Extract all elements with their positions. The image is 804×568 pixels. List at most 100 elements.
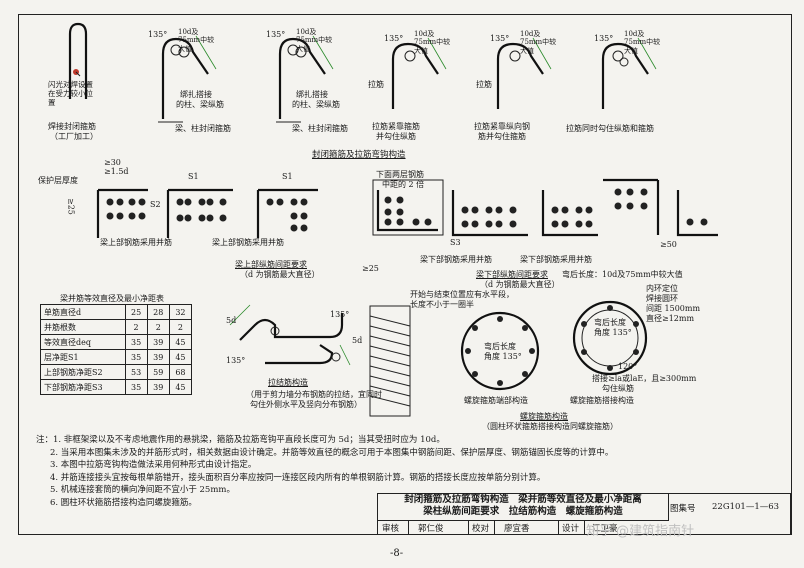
s3-label: S3 [450, 238, 461, 247]
design-name: 江卫豪 [592, 524, 618, 534]
table-cell: 45 [168, 334, 193, 350]
table-cell: 35 [124, 334, 148, 350]
beam-col-label-1: 梁、柱封闭箍筋 [175, 124, 231, 133]
title-block-signatures: 审核 郭仁俊 校对 廖宜香 设计 江卫豪 [378, 520, 790, 534]
angle-label-3: 135° [384, 34, 404, 43]
note-line: 3. 本图中拉筋弯钩构造做法采用何种形式由设计指定。 [50, 460, 257, 470]
table-cell: 45 [168, 379, 193, 395]
hook-length-4: 10d及75mm中较大值 [520, 30, 557, 55]
atlas-number: 22G101—1—63 [712, 502, 780, 512]
table-cell: 35 [124, 379, 148, 395]
top-hook-diagrams [68, 22, 657, 123]
table-cell: 2 [146, 319, 170, 335]
hook-length-1: 10d及75mm中较大值 [178, 28, 215, 53]
dim-ge50: ≥50 [660, 240, 677, 249]
title-line-1: 封闭箍筋及拉筋弯钩构造 梁并筋等效直径及最小净距离 [404, 494, 642, 505]
table-cell: 25 [124, 304, 148, 320]
angle-label-2: 135° [266, 30, 286, 39]
table-cell: 35 [124, 349, 148, 365]
tie-angle-a: 135° [226, 356, 246, 365]
tie-note-2: 勾住外侧水平及竖向分布钢筋） [250, 400, 362, 409]
angle-label-4: 135° [490, 34, 510, 43]
spiral-top-note-2: 长度不小于一圈半 [410, 300, 474, 309]
table-row-header: 单筋直径d [40, 304, 126, 320]
top-bundle-caption-1: 梁上部钢筋采用并筋 [100, 238, 172, 247]
section-title-hooks: 封闭箍筋及拉筋弯钩构造 [312, 150, 406, 160]
inner-note-3: 间距 1500mm [646, 304, 701, 313]
spiral-hook-top: 弯后长度：10d及75mm中较大值 [562, 270, 683, 279]
spiral-end-caption: 螺旋箍筋端部构造 [464, 396, 528, 405]
hook-length-5: 10d及75mm中较大值 [624, 30, 661, 55]
note-line: 注：1. 非框架梁以及不考虑地震作用的悬挑梁，箍筋及拉筋弯钩平直段长度可为 5d… [36, 435, 445, 445]
table-title: 梁并筋等效直径及最小净距表 [60, 294, 164, 303]
cover-label: 保护层厚度 [38, 176, 78, 185]
s1-label-2: S1 [282, 172, 293, 181]
hook-length-2: 10d及75mm中较大值 [296, 28, 333, 53]
table-row-header: 并筋根数 [40, 319, 126, 335]
tie-label-1: 拉筋 [368, 80, 384, 89]
dim-ge25: ≥25 [66, 198, 76, 215]
tie-label-2: 拉筋 [476, 80, 492, 89]
table-cell: 39 [146, 334, 170, 350]
spiral-end-angle-a: 弯后长度 [484, 342, 516, 351]
table-cell: 53 [124, 364, 148, 380]
tie-caption-3: 拉筋同时勾住纵筋和箍筋 [566, 124, 654, 133]
spiral-lap-caption: 螺旋箍筋搭接构造 [570, 396, 634, 405]
spiral-subtitle: （圆柱环状箍筋搭接构造同螺旋箍筋） [482, 422, 618, 431]
table-cell: 59 [146, 364, 170, 380]
bottom-two-note: 下面两层钢筋 [376, 170, 424, 179]
tie-caption-2b: 筋并勾住箍筋 [478, 132, 526, 141]
watermark: 知乎 @建筑指南针 [586, 524, 695, 539]
tie-caption: 拉结筋构造 [268, 378, 308, 387]
note-line: 4. 并筋连接接头宜按每根单筋错开，接头面积百分率应按同一连接区段内所有的单根钢… [50, 472, 546, 483]
tie-angle-b: 135° [330, 310, 350, 319]
table-row-header: 下部钢筋净距S3 [40, 379, 126, 395]
check-name: 廖宜香 [504, 524, 530, 534]
bind-note-1b: 的柱、梁纵筋 [176, 100, 224, 109]
note-line: 6. 圆柱环状箍筋搭接构造同螺旋箍筋。 [50, 497, 197, 508]
table-row-header: 层净距S1 [40, 349, 126, 365]
tie-detail-diagram [229, 304, 351, 366]
table-cell: 2 [124, 319, 148, 335]
top-spacing-sub: （d 为钢筋最大直径） [240, 270, 320, 279]
closed-weld-sub: （工厂加工） [50, 132, 98, 141]
note-line: 5. 机械连接套筒的横向净间距不宜小于 25mm。 [50, 485, 235, 495]
table-cell: 32 [168, 304, 193, 320]
inner-note-2: 焊接圆环 [646, 294, 678, 303]
review-name: 郭仁俊 [418, 524, 444, 534]
beam-col-label-2: 梁、柱封闭箍筋 [292, 124, 348, 133]
bind-note-2b: 的柱、梁纵筋 [292, 100, 340, 109]
notes-block: 注：1. 非框架梁以及不考虑地震作用的悬挑梁，箍筋及拉筋弯钩平直段长度可为 5d… [36, 434, 613, 509]
table-cell: 2 [168, 319, 193, 335]
closed-weld-caption: 焊接封闭箍筋 [48, 122, 96, 131]
table-cell: 39 [146, 349, 170, 365]
lap-note-1: 搭接≥la或laE，且≥300mm [592, 374, 697, 383]
top-spacing-title: 梁上部纵筋间距要求 [235, 260, 307, 269]
table-cell: 28 [146, 304, 170, 320]
spiral-end-angle-b: 角度 135° [484, 352, 522, 361]
table-row-header: 上部钢筋净距S2 [40, 364, 126, 380]
title-line-2: 梁柱纵筋间距要求 拉结筋构造 螺旋箍筋构造 [423, 506, 623, 517]
bottom-two-note-2: 中距的 2 倍 [382, 180, 425, 189]
table-cell: 68 [168, 364, 193, 380]
note-line: 2. 当采用本图集未涉及的并筋形式时，相关数据由设计确定。并筋等效直径的概念可用… [50, 447, 614, 458]
closed-weld-note: 闪光对焊设置在受力较小位置 [48, 80, 93, 107]
design-label: 设计 [562, 524, 580, 534]
bind-note-1: 绑扎搭接 [180, 90, 212, 99]
review-label: 审核 [382, 524, 400, 534]
table-row-header: 等效直径deq [40, 334, 126, 350]
bottom-spacing-title: 梁下部纵筋间距要求 [476, 270, 548, 279]
table-cell: 39 [146, 379, 170, 395]
inner-angle-b: 角度 135° [594, 328, 632, 337]
title-block-title: 封闭箍筋及拉筋弯钩构造 梁并筋等效直径及最小净距离 梁柱纵筋间距要求 拉结筋构造… [378, 494, 669, 521]
s2-label: S2 [150, 200, 161, 209]
spiral-diagram [369, 300, 648, 417]
deg-120: 120° [618, 362, 638, 371]
